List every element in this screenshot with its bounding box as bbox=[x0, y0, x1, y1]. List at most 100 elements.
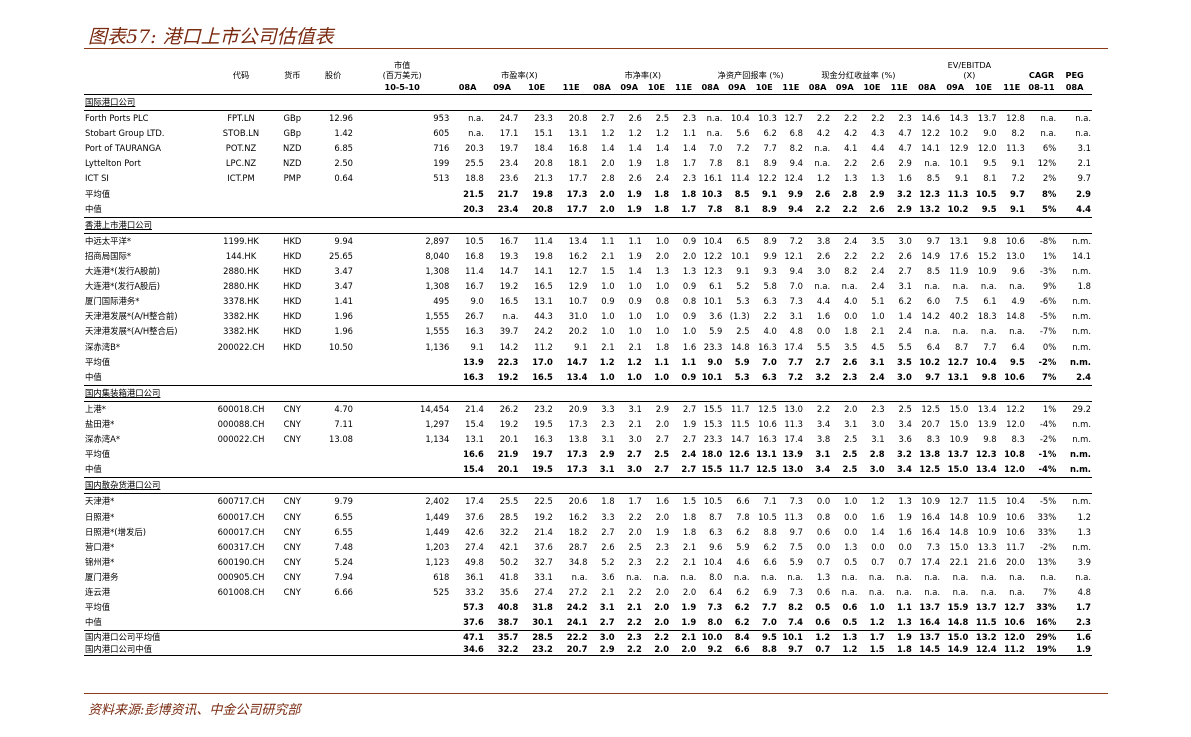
row-label: 中远太平洋* bbox=[85, 235, 132, 246]
cell: 2.3 bbox=[601, 418, 615, 429]
cell: 2.5 bbox=[654, 449, 670, 460]
cell: n.a. bbox=[787, 571, 803, 582]
cell: 10.6 bbox=[1006, 526, 1025, 537]
cell: n.a. bbox=[924, 587, 941, 597]
cell: 2.6 bbox=[842, 356, 858, 367]
cell: 10.1 bbox=[730, 250, 750, 261]
cell: 8% bbox=[1042, 188, 1057, 199]
cell: 3.5 bbox=[871, 235, 885, 246]
cell: 3.4 bbox=[896, 464, 912, 475]
row-label: 天津港* bbox=[85, 496, 115, 507]
cell: 495 bbox=[433, 296, 450, 307]
cell: 0.9 bbox=[682, 235, 697, 246]
cell: 0.7 bbox=[871, 556, 885, 567]
cell: 1.2 bbox=[628, 128, 642, 139]
valuation-table: 代码 货币 股价 市值 (百万美元) 市盈率(X) 市净率(X) 净资产回报率 … bbox=[84, 58, 1092, 657]
cell: 12.0 bbox=[977, 143, 997, 154]
cell: n.m. bbox=[1072, 296, 1091, 307]
cell: 6.2 bbox=[736, 526, 750, 537]
cell: 14.6 bbox=[921, 113, 941, 124]
cell: 2.4 bbox=[871, 266, 885, 277]
cell: 3.1 bbox=[599, 464, 615, 475]
cell: 1,297 bbox=[425, 418, 450, 429]
cell: 2.1 bbox=[682, 556, 697, 567]
row-label: Port of TAURANGA bbox=[85, 143, 162, 154]
cell: -4% bbox=[1039, 418, 1057, 429]
cell: 2.0 bbox=[601, 158, 615, 169]
header-year-ev: 09A bbox=[941, 80, 970, 95]
cell: 12.0 bbox=[1004, 464, 1025, 475]
cell: 1.1 bbox=[628, 235, 642, 246]
cell: 2.2 bbox=[628, 511, 642, 522]
cell: 3.6 bbox=[709, 311, 723, 322]
cell bbox=[312, 447, 354, 462]
cell: 9.8 bbox=[983, 434, 997, 445]
cell: 15.4 bbox=[463, 464, 484, 475]
cell: 2.0 bbox=[844, 403, 858, 414]
cell: 6.2 bbox=[734, 617, 750, 628]
cell: 22.3 bbox=[497, 356, 519, 367]
cell: LPC.NZ bbox=[225, 158, 257, 169]
cell: 14.8 bbox=[949, 526, 969, 537]
cell: 19.8 bbox=[532, 188, 553, 199]
cell: 33% bbox=[1036, 602, 1057, 613]
header-year-pb: 08A bbox=[588, 80, 616, 95]
cell: 3.0 bbox=[869, 464, 885, 475]
cell: 1.8 bbox=[844, 326, 858, 337]
cell: 1.4 bbox=[898, 311, 912, 322]
cell: 4.7 bbox=[898, 143, 912, 154]
cell: 8.5 bbox=[926, 173, 941, 184]
cell: 7.7 bbox=[983, 341, 997, 352]
cell: 10.50 bbox=[329, 341, 354, 352]
cell: POT.NZ bbox=[225, 143, 257, 154]
cell: 4.70 bbox=[334, 403, 354, 414]
cell: 20.2 bbox=[568, 326, 588, 337]
cell: 7.7 bbox=[763, 143, 777, 154]
header-year-pe: 11E bbox=[553, 80, 589, 95]
cell: 38.7 bbox=[497, 617, 519, 628]
cell: 8.5 bbox=[734, 188, 750, 199]
cell: 14.7 bbox=[566, 356, 588, 367]
cell: 9.4 bbox=[789, 266, 803, 277]
cell: 18.8 bbox=[465, 173, 484, 184]
cell bbox=[354, 630, 451, 644]
cell: 24.1 bbox=[566, 617, 588, 628]
cell: 0.6 bbox=[842, 602, 858, 613]
cell: 9.8 bbox=[981, 371, 997, 382]
cell: 9.6 bbox=[1011, 266, 1025, 277]
cell: 1.4 bbox=[628, 266, 642, 277]
cell: 2,402 bbox=[425, 496, 450, 507]
cell bbox=[312, 615, 354, 631]
cell: HKD bbox=[283, 311, 302, 322]
cell bbox=[272, 600, 312, 615]
cell: 1.0 bbox=[628, 311, 642, 322]
cell: 1.7 bbox=[682, 158, 697, 169]
cell: CNY bbox=[283, 418, 301, 429]
cell: 31.0 bbox=[568, 311, 588, 322]
cell: 9.9 bbox=[788, 188, 803, 199]
cell: 1.6 bbox=[898, 173, 912, 184]
cell: 3.2 bbox=[896, 449, 912, 460]
cell: 7.0 bbox=[761, 356, 777, 367]
cell: 1.2 bbox=[871, 496, 885, 507]
row-label: 营口港* bbox=[85, 541, 115, 552]
cell: 12.3 bbox=[703, 266, 723, 277]
cell: 1.3 bbox=[844, 173, 858, 184]
header-year-yield: 09A bbox=[831, 80, 859, 95]
cell: 13.1 bbox=[465, 434, 484, 445]
cell: 1.3 bbox=[896, 617, 912, 628]
cell: 13.7 bbox=[912, 630, 942, 644]
cell: 0.7 bbox=[816, 556, 831, 567]
cell: n.a. bbox=[571, 571, 588, 582]
cell: 0.8 bbox=[655, 296, 670, 307]
cell: 21.6 bbox=[977, 556, 997, 567]
cell: 1.8 bbox=[655, 341, 670, 352]
cell: 10.1 bbox=[703, 296, 723, 307]
cell: 2.2 bbox=[763, 311, 777, 322]
cell: 3.4 bbox=[816, 418, 831, 429]
cell: 7.7 bbox=[788, 356, 803, 367]
cell: 6.4 bbox=[709, 587, 723, 597]
